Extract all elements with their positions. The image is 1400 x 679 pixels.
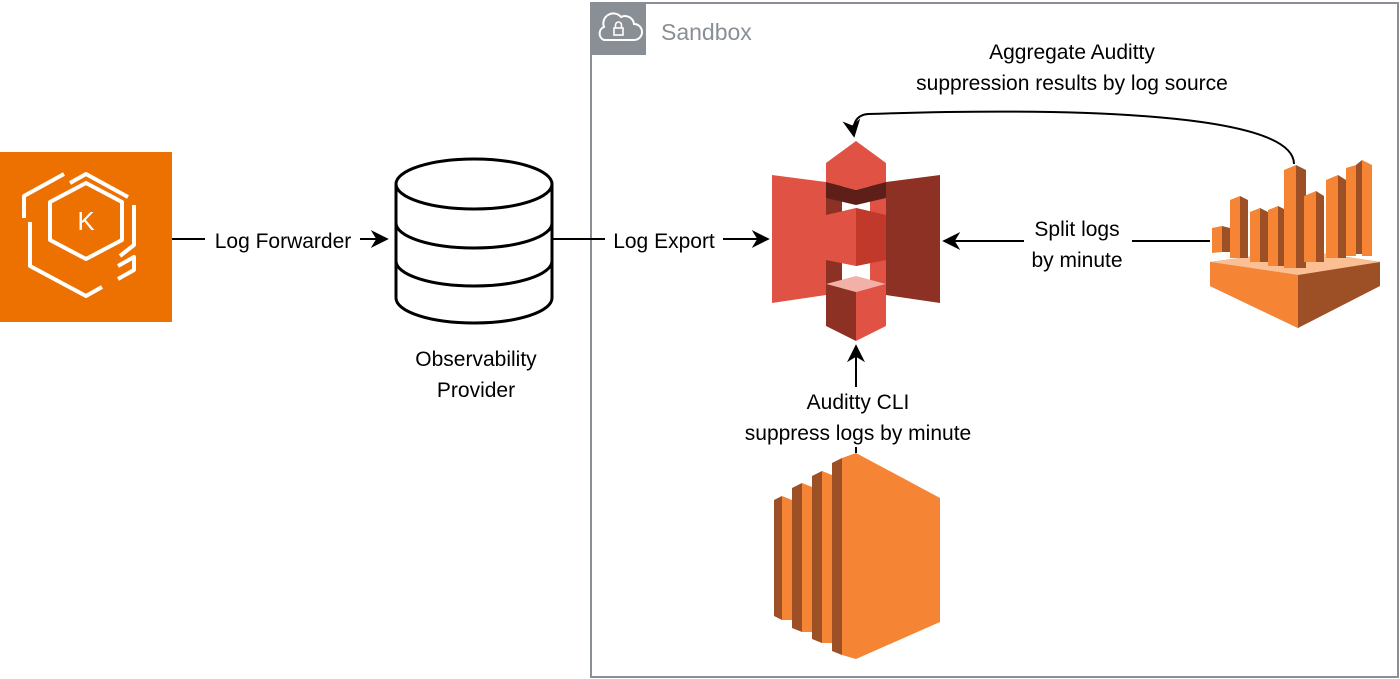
sandbox-group: Sandbox (590, 2, 1399, 678)
kubernetes-letter: K (77, 206, 95, 236)
s3-bucket-icon (772, 141, 940, 341)
label-log-forwarder: Log Forwarder (205, 229, 360, 253)
database-icon (394, 157, 554, 325)
edge-aggregate (842, 110, 1295, 165)
label-aggregate-line2: suppression results by log source (916, 72, 1228, 95)
label-auditty-cli-line1: Auditty CLI (807, 391, 910, 414)
analytics-bar-chart-icon (1210, 160, 1380, 328)
label-log-export: Log Export (605, 229, 723, 253)
label-split-logs-line2: by minute (1031, 249, 1122, 272)
label-log-forwarder-text: Log Forwarder (215, 230, 352, 253)
label-aggregate-line1: Aggregate Auditty (989, 41, 1155, 64)
label-split-logs: Split logs by minute (1024, 215, 1132, 272)
ec2-instance-icon (774, 453, 940, 659)
label-log-export-text: Log Export (613, 230, 715, 253)
kubernetes-eks-icon: K (0, 152, 172, 322)
observability-label-line2: Provider (437, 379, 515, 402)
cloud-lock-icon (598, 12, 643, 41)
label-auditty-cli: Auditty CLI suppress logs by minute (726, 387, 990, 447)
sandbox-border (590, 2, 1399, 678)
label-aggregate: Aggregate Auditty suppression results by… (916, 41, 1228, 95)
observability-label-line1: Observability (415, 348, 537, 371)
label-split-logs-line1: Split logs (1034, 218, 1119, 241)
label-auditty-cli-line2: suppress logs by minute (745, 422, 971, 445)
sandbox-icon-box (591, 3, 646, 55)
sandbox-title: Sandbox (661, 19, 752, 45)
